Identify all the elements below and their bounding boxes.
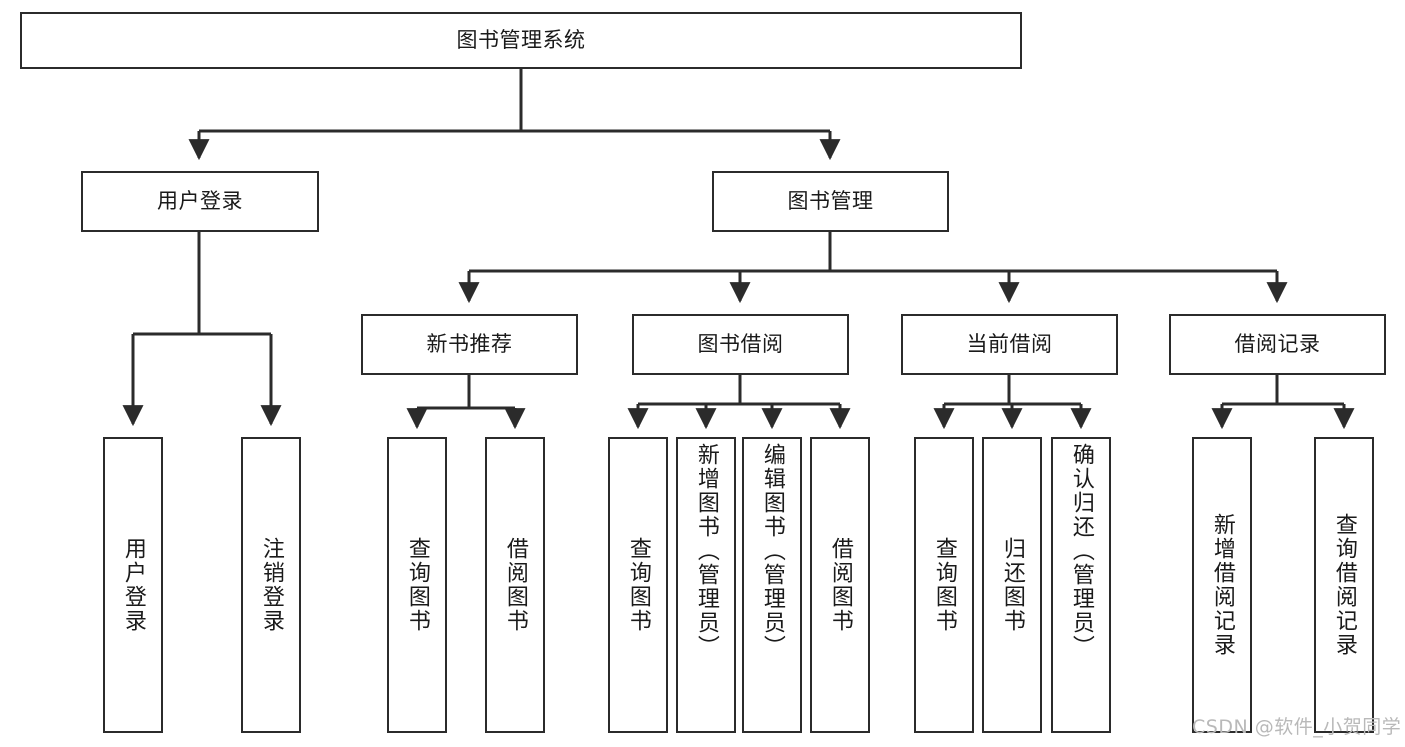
node-new-book-recommend-label: 新书推荐 xyxy=(426,332,513,357)
node-user-login-label: 用户登录 xyxy=(157,189,243,214)
node-current-borrow[interactable]: 当前借阅 xyxy=(901,314,1118,375)
node-new-book-recommend[interactable]: 新书推荐 xyxy=(361,314,578,375)
leaf-logout[interactable]: 注销登录 xyxy=(241,437,301,733)
watermark: CSDN @软件_小贺同学 xyxy=(1192,716,1402,738)
leaf-user-login-label: 用户登录 xyxy=(120,537,146,633)
leaf-query-book-1[interactable]: 查询图书 xyxy=(387,437,447,733)
leaf-borrow-book-2[interactable]: 借阅图书 xyxy=(810,437,870,733)
leaf-query-book-2-label: 查询图书 xyxy=(625,537,651,633)
leaf-add-book-label: 新增图书（管理员） xyxy=(693,443,719,659)
node-root[interactable]: 图书管理系统 xyxy=(20,12,1022,69)
node-book-manage-label: 图书管理 xyxy=(787,189,874,214)
leaf-query-book-2[interactable]: 查询图书 xyxy=(608,437,668,733)
node-user-login[interactable]: 用户登录 xyxy=(81,171,319,232)
leaf-return-book-label: 归还图书 xyxy=(999,537,1025,633)
node-book-manage[interactable]: 图书管理 xyxy=(712,171,949,232)
node-current-borrow-label: 当前借阅 xyxy=(966,332,1053,357)
node-borrow-record-label: 借阅记录 xyxy=(1234,332,1321,357)
leaf-query-record-label: 查询借阅记录 xyxy=(1331,513,1357,657)
leaf-user-login[interactable]: 用户登录 xyxy=(103,437,163,733)
node-book-borrow[interactable]: 图书借阅 xyxy=(632,314,849,375)
leaf-edit-book[interactable]: 编辑图书（管理员） xyxy=(742,437,802,733)
leaf-borrow-book-2-label: 借阅图书 xyxy=(827,537,853,633)
leaf-confirm-return[interactable]: 确认归还（管理员） xyxy=(1051,437,1111,733)
leaf-query-record[interactable]: 查询借阅记录 xyxy=(1314,437,1374,733)
leaf-query-book-3[interactable]: 查询图书 xyxy=(914,437,974,733)
leaf-add-record[interactable]: 新增借阅记录 xyxy=(1192,437,1252,733)
leaf-borrow-book-1[interactable]: 借阅图书 xyxy=(485,437,545,733)
leaf-add-record-label: 新增借阅记录 xyxy=(1209,513,1235,657)
node-borrow-record[interactable]: 借阅记录 xyxy=(1169,314,1386,375)
leaf-confirm-return-label: 确认归还（管理员） xyxy=(1068,443,1094,659)
leaf-logout-label: 注销登录 xyxy=(258,537,284,633)
leaf-query-book-3-label: 查询图书 xyxy=(931,537,957,633)
leaf-query-book-1-label: 查询图书 xyxy=(404,537,430,633)
leaf-return-book[interactable]: 归还图书 xyxy=(982,437,1042,733)
leaf-add-book[interactable]: 新增图书（管理员） xyxy=(676,437,736,733)
leaf-edit-book-label: 编辑图书（管理员） xyxy=(759,443,785,659)
node-root-label: 图书管理系统 xyxy=(456,28,586,53)
leaf-borrow-book-1-label: 借阅图书 xyxy=(502,537,528,633)
node-book-borrow-label: 图书借阅 xyxy=(697,332,784,357)
